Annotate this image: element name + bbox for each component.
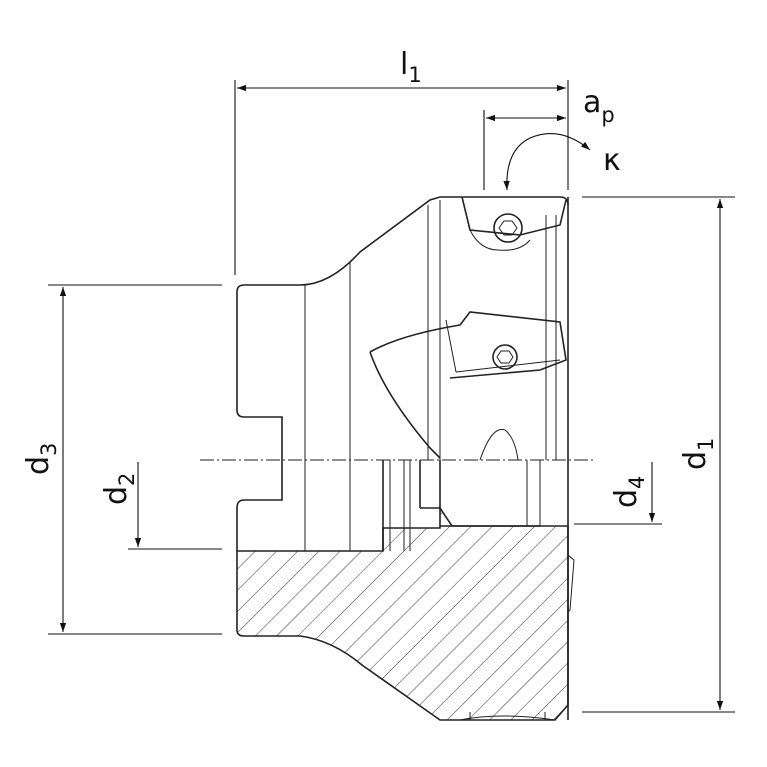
dimension-d1: d1 <box>582 196 735 713</box>
ap-label: ap <box>583 85 615 127</box>
dimension-d2: d2 <box>99 462 222 550</box>
d2-label: d2 <box>99 473 139 505</box>
screw-icon <box>493 213 523 243</box>
insert-pocket-middle <box>369 311 567 461</box>
dimension-d3: d3 <box>21 284 222 635</box>
screw-icon <box>492 344 518 370</box>
insert-pocket-top <box>461 196 567 251</box>
l1-label: l1 <box>400 47 422 87</box>
dimension-l1: l1 <box>234 47 569 275</box>
dimension-ap: ap κ <box>483 85 621 191</box>
d4-label: d4 <box>609 476 649 508</box>
section-hatching <box>236 505 569 721</box>
kappa-label: κ <box>603 143 621 178</box>
cutter-body-outline <box>236 196 575 721</box>
dimension-d4: d4 <box>574 462 662 525</box>
d3-label: d3 <box>21 443 61 475</box>
d1-label: d1 <box>678 438 718 470</box>
